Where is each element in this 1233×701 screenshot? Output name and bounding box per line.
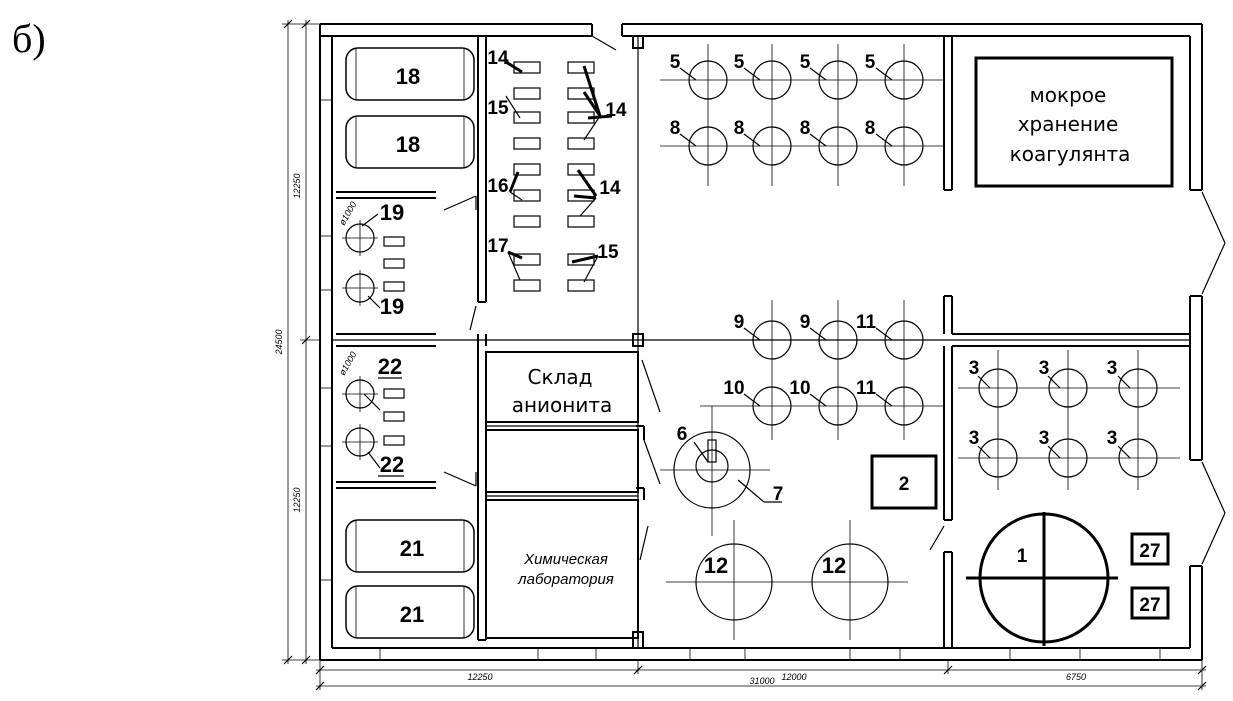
tank-18-b-label: 18 [396,132,420,157]
filter-3-f-label: 3 [1107,428,1118,449]
diameter-note-19: ø1000 [337,200,358,227]
tank-21-b-label: 21 [400,602,424,627]
tank-21-a-label: 21 [400,536,424,561]
filter-8-c-label: 8 [800,118,811,139]
filter-9-a-label: 9 [734,312,745,333]
unit-2-box [870,454,938,510]
figure-label: б) [12,16,46,61]
anionite-store-label-2: анионита [512,393,613,417]
tank-12-b-label: 12 [822,553,846,578]
chem-lab-label-2: лаборатория [517,571,614,588]
vessel-19-a-label: 19 [380,200,404,225]
filter-3-d-label: 3 [969,428,980,449]
dim-bottom-a: 12250 [467,672,492,682]
clarifier-6-7: 6 7 [660,406,783,536]
filter-3-c-label: 3 [1107,358,1118,379]
filter-11-b-label: 11 [856,378,877,399]
label-14-c: 14 [599,178,621,199]
label-15-a: 15 [487,98,509,119]
dimensions: 12250 24500 12250 12250 12000 6750 31000 [274,19,1207,691]
label-6: 6 [677,424,688,445]
filter-11-a-label: 11 [856,312,877,333]
filter-10-b-label: 10 [789,378,810,399]
label-15-b: 15 [597,242,619,263]
tank-18-a-label: 18 [396,64,420,89]
small-apparatus: 14 15 14 16 14 17 15 [487,48,627,292]
dim-bottom-b: 12000 [781,672,806,682]
filter-10-a-label: 10 [723,378,744,399]
dim-left-total: 24500 [274,329,284,355]
unit-27-a-label: 27 [1139,541,1160,562]
unit-2-label: 2 [899,474,910,495]
filter-8-d-label: 8 [865,118,876,139]
wet-storage-label-2: хранение [1018,112,1119,136]
partitions [332,35,1191,649]
filter-5-a-label: 5 [670,52,681,73]
dim-bottom-total: 31000 [749,676,774,686]
filter-5-b-label: 5 [734,52,745,73]
filter-3-b-label: 3 [1039,358,1050,379]
wet-storage-label-1: мокрое [1030,83,1107,107]
filter-3-e-label: 3 [1039,428,1050,449]
filters-9-11: 9 9 11 10 10 11 [700,300,944,440]
chem-lab-label-1: Химическая [523,551,608,568]
label-17: 17 [487,236,508,257]
tank-12-a-label: 12 [704,553,728,578]
dosing-vessels: 19 19 ø1000 22 22 ø1000 [337,200,405,477]
tanks-12: 12 12 [666,520,908,640]
vessel-19-b-label: 19 [380,294,404,319]
filter-5-d-label: 5 [865,52,876,73]
filter-8-b-label: 8 [734,118,745,139]
tanks-left: 18 18 21 21 [345,47,475,639]
filter-5-c-label: 5 [800,52,811,73]
filters-3: 3 3 3 3 3 3 [958,350,1180,490]
label-14-b: 14 [605,100,627,121]
anionite-store-label-1: Склад [528,365,593,389]
filter-8-a-label: 8 [670,118,681,139]
wet-storage-label-3: коагулянта [1010,142,1131,166]
tank-1-label: 1 [1017,546,1028,567]
filter-3-a-label: 3 [969,358,980,379]
dim-left-bottom: 12250 [292,487,302,512]
label-16: 16 [487,176,508,197]
unit-27-b-box [1130,586,1170,620]
vessel-22-b-label: 22 [380,452,404,477]
dim-left-top: 12250 [292,173,302,198]
vessel-22-a-label: 22 [378,354,402,379]
filter-9-b-label: 9 [800,312,811,333]
unit-27-b-label: 27 [1139,595,1160,616]
unit-27-a-box [1130,532,1170,566]
label-14-a: 14 [487,48,509,69]
filters-5-8: 5 5 5 5 8 8 8 8 [660,44,944,186]
dim-bottom-c: 6750 [1066,672,1086,682]
tank-1: 1 [966,512,1118,646]
label-7: 7 [773,484,784,505]
diameter-note-22: ø1000 [337,350,358,377]
wet-storage-room: мокрое хранение коагулянта [974,56,1174,188]
